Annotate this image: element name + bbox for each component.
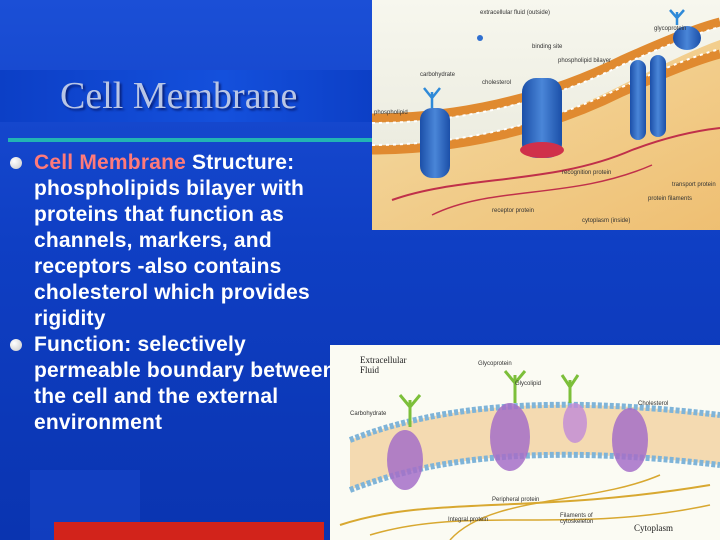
label-cholesterol: cholesterol: [482, 80, 512, 86]
bullet-text: Structure: phospholipids bilayer with pr…: [34, 151, 310, 330]
label-binding-site: binding site: [532, 44, 563, 50]
label-extracellular-fluid: extracellular fluid (outside): [480, 10, 551, 16]
bullet-dot-icon: [10, 339, 22, 351]
label-phospholipid-bilayer: phospholipid bilayer: [558, 58, 612, 64]
label-protein-filaments: protein filaments: [648, 196, 693, 202]
label-recognition-protein: recognition protein: [562, 170, 612, 176]
label-receptor-protein: receptor protein: [492, 208, 535, 214]
bullet-structure: Cell Membrane Structure: phospholipids b…: [8, 150, 348, 332]
bullet-function: Function: selectively permeable boundary…: [8, 332, 348, 436]
label-cytoplasm: cytoplasm (inside): [582, 218, 631, 224]
label-cytoskeleton-filaments: Filaments of cytoskeleton: [560, 513, 594, 525]
label-glycoprotein: glycoprotein: [654, 26, 687, 32]
membrane-diagram-top: [372, 0, 720, 230]
label-glycolipid: Glycolipid: [515, 381, 542, 387]
slide-title: Cell Membrane: [60, 75, 298, 117]
label-cytoplasm-bottom: Cytoplasm: [634, 523, 674, 533]
membrane-diagram-bottom: [330, 345, 720, 540]
membrane-illustration-top: extracellular fluid (outside) glycoprote…: [372, 0, 720, 230]
label-phospholipid: phospholipid: [374, 110, 408, 116]
bullet-highlight: Cell Membrane: [34, 151, 186, 174]
label-extracellular-fluid-bottom: Extracellular Fluid: [360, 355, 407, 375]
decorative-red-bar: [54, 522, 324, 540]
label-peripheral-protein: Peripheral protein: [492, 497, 540, 503]
bullet-list: Cell Membrane Structure: phospholipids b…: [8, 150, 348, 436]
label-carbohydrate: carbohydrate: [420, 72, 456, 78]
label-glycoprotein-bottom: Glycoprotein: [478, 361, 512, 367]
title-band: [0, 70, 372, 122]
title-underline: [8, 138, 372, 142]
label-integral-protein: Integral protein: [448, 517, 489, 523]
label-transport-protein: transport protein: [672, 182, 716, 188]
label-cholesterol-bottom: Cholesterol: [638, 401, 669, 407]
membrane-illustration-bottom: Extracellular Fluid Glycoprotein Glycoli…: [330, 345, 720, 540]
label-carbohydrate-bottom: Carbohydrate: [350, 411, 387, 417]
bullet-text: Function: selectively permeable boundary…: [34, 333, 336, 434]
bullet-dot-icon: [10, 157, 22, 169]
